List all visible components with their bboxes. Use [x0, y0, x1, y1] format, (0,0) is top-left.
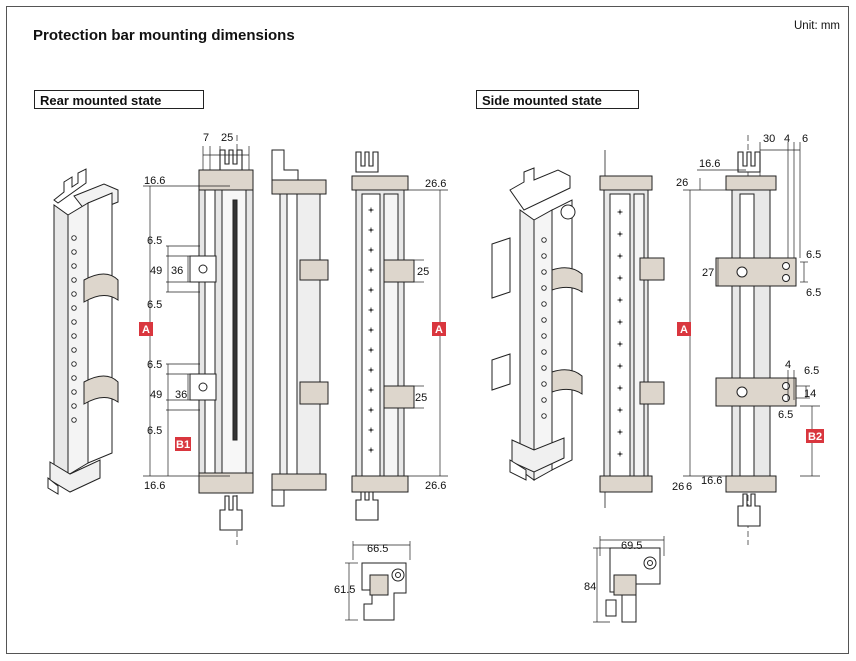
figure-frame [6, 6, 849, 654]
side-dimensioned-view [715, 135, 797, 545]
rear-right-dimension-labels: 26.6 26.6 25 25 [415, 178, 446, 492]
side-dimension-labels: 30 4 6 16.6 26 27 6.5 6.5 4 6.5 14 6.5 2… [672, 133, 821, 493]
dim-rear-upper-49: 49 [150, 265, 162, 277]
dim-rear-upper-6.5a: 6.5 [147, 235, 162, 247]
dim-rear-25-lower: 25 [415, 392, 427, 404]
side-badge-b2: B2 [806, 429, 824, 443]
rear-dimension-lines [143, 146, 250, 477]
side-front-view [599, 150, 665, 508]
dim-rear-26.6-bottom: 26.6 [425, 480, 446, 492]
rear-badge-a-right: A [432, 322, 446, 336]
dim-side-16.6-bottom: 16.6 [701, 475, 722, 487]
svg-text:A: A [142, 324, 150, 336]
dim-rear-lower-6.5b: 6.5 [147, 425, 162, 437]
dim-rear-25-upper: 25 [417, 266, 429, 278]
svg-text:B2: B2 [808, 431, 822, 443]
side-badge-a: A [677, 322, 691, 336]
unit-label: Unit: mm [794, 20, 840, 32]
rear-badge-a-left: A [139, 322, 153, 336]
dim-side-4-top: 4 [784, 133, 790, 145]
svg-text:A: A [435, 324, 443, 336]
dim-side-26-bottom: 26 [672, 481, 684, 493]
rear-back-view [351, 151, 415, 521]
side-isometric-view [491, 167, 583, 481]
dim-side-lower-6.5a: 6.5 [804, 365, 819, 377]
rear-badge-b1: B1 [175, 437, 191, 451]
dim-side-lower-6.5b: 6.5 [778, 409, 793, 421]
dim-rear-lower-36: 36 [175, 389, 187, 401]
dim-rear-lower-49: 49 [150, 389, 162, 401]
svg-text:B1: B1 [176, 439, 190, 451]
dim-rear-bracket-61.5: 61.5 [334, 584, 355, 596]
dim-rear-16.6-bottom: 16.6 [144, 480, 165, 492]
side-section-label: Side mounted state [476, 90, 639, 109]
rear-isometric-view [47, 168, 119, 495]
dim-side-30: 30 [763, 133, 775, 145]
dim-rear-7: 7 [203, 132, 209, 144]
dim-side-upper-6.5a: 6.5 [806, 249, 821, 261]
dim-side-26-top: 26 [676, 177, 688, 189]
dim-side-lower-4: 4 [785, 359, 791, 371]
dim-side-upper-6.5b: 6.5 [806, 287, 821, 299]
dim-side-bracket-69.5: 69.5 [621, 540, 642, 552]
rear-dimension-labels: 7 25 16.6 16.6 6.5 49 36 6.5 6.5 49 36 6… [144, 132, 233, 492]
figure-title: Protection bar mounting dimensions [33, 27, 295, 44]
dim-side-6-top: 6 [802, 133, 808, 145]
dim-side-6-bottom: 6 [686, 481, 692, 493]
dim-rear-lower-6.5a: 6.5 [147, 359, 162, 371]
dim-side-bracket-84: 84 [584, 581, 596, 593]
rear-bracket-detail [345, 541, 411, 621]
dim-rear-26.6-top: 26.6 [425, 178, 446, 190]
svg-text:A: A [680, 324, 688, 336]
dim-rear-upper-6.5b: 6.5 [147, 299, 162, 311]
rear-section-label: Rear mounted state [34, 90, 204, 109]
rear-front-view [189, 135, 254, 545]
dim-side-16.6-top: 16.6 [699, 158, 720, 170]
dim-side-27: 27 [702, 267, 714, 279]
dim-rear-upper-36: 36 [171, 265, 183, 277]
dim-rear-bracket-66.5: 66.5 [367, 543, 388, 555]
rear-side-view [271, 149, 329, 507]
dim-rear-16.6-top: 16.6 [144, 175, 165, 187]
dim-side-lower-14: 14 [804, 388, 816, 400]
dim-rear-25-top: 25 [221, 132, 233, 144]
side-bracket-detail [593, 536, 665, 623]
